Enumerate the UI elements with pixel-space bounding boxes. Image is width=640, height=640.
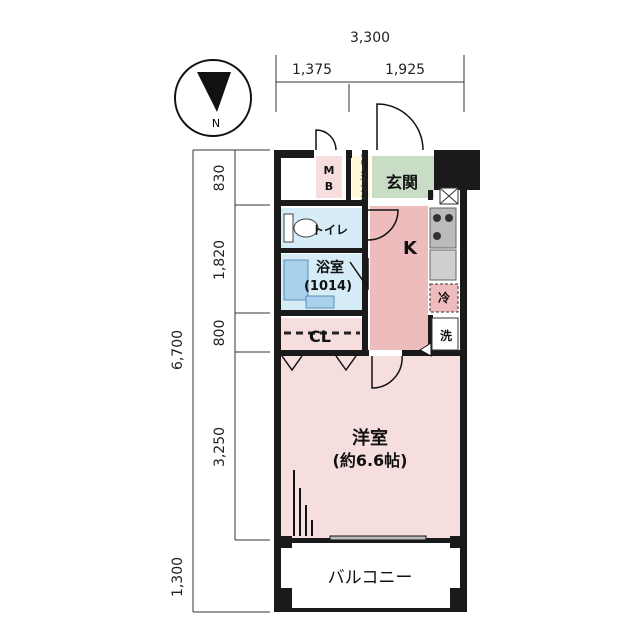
mb-label-b: B: [325, 180, 333, 193]
basin-icon: [305, 295, 335, 309]
closet-door-left: [281, 355, 303, 372]
closet-label: CL: [309, 327, 331, 346]
fridge-label: 冷: [438, 290, 450, 305]
mb-label-m: M: [324, 164, 335, 177]
western-room-label-line2: (約6.6帖): [333, 451, 408, 470]
closet-door-right: [335, 355, 357, 372]
kitchen-label: K: [403, 238, 418, 259]
dim-width-left: 1,375: [292, 62, 332, 78]
dim-height-5: 1,300: [170, 557, 186, 597]
mb-door: [315, 129, 337, 151]
toilet-label: トイレ: [312, 223, 348, 237]
entrance-door: [376, 103, 424, 151]
compass: N: [174, 59, 252, 137]
toilet-door: [367, 209, 399, 241]
balcony-label: バルコニー: [328, 568, 413, 588]
compass-label: N: [212, 117, 220, 130]
western-room-floor: [280, 356, 460, 538]
bath-label-line1: 浴室: [316, 259, 344, 276]
dim-height-1: 830: [212, 165, 228, 192]
kitchen-floor: [370, 206, 428, 350]
dim-total-height: 6,700: [170, 330, 186, 370]
mb-floor: [316, 156, 342, 198]
western-door: [371, 355, 403, 389]
dimension-lines: [192, 55, 465, 613]
entrance-label: 玄関: [386, 173, 418, 192]
dim-total-width: 3,300: [350, 30, 390, 46]
vent-icon: [439, 187, 459, 205]
balcony-window: [329, 535, 427, 541]
shoebox-label: シューズボックス: [359, 153, 367, 201]
dim-height-3: 800: [212, 320, 228, 347]
doors: [315, 103, 424, 389]
dim-height-2: 1,820: [212, 240, 228, 280]
dim-height-4: 3,250: [212, 427, 228, 467]
washer-space: [431, 317, 459, 351]
stove-icon: [429, 207, 457, 249]
bath-door: [349, 258, 369, 291]
bathtub-icon: [283, 259, 309, 301]
western-room-label-line1: 洋室: [352, 427, 388, 449]
north-arrow-icon: [197, 72, 231, 112]
toilet-icon: [283, 213, 319, 243]
dim-width-right: 1,925: [385, 62, 425, 78]
washer-label: 洗: [440, 328, 452, 343]
bath-label-line2: (1014): [304, 279, 352, 294]
room-labels: M B シューズボックス 玄関 トイレ K 浴室 (1014) 冷 洗 CL 洋…: [304, 153, 452, 588]
fixtures: [281, 187, 459, 541]
fridge-space: [429, 283, 459, 313]
kitchen-sink-icon: [429, 249, 457, 281]
sliding-window: [293, 470, 313, 536]
washer-arrow-icon: [419, 342, 432, 357]
entrance-floor: [372, 156, 434, 198]
